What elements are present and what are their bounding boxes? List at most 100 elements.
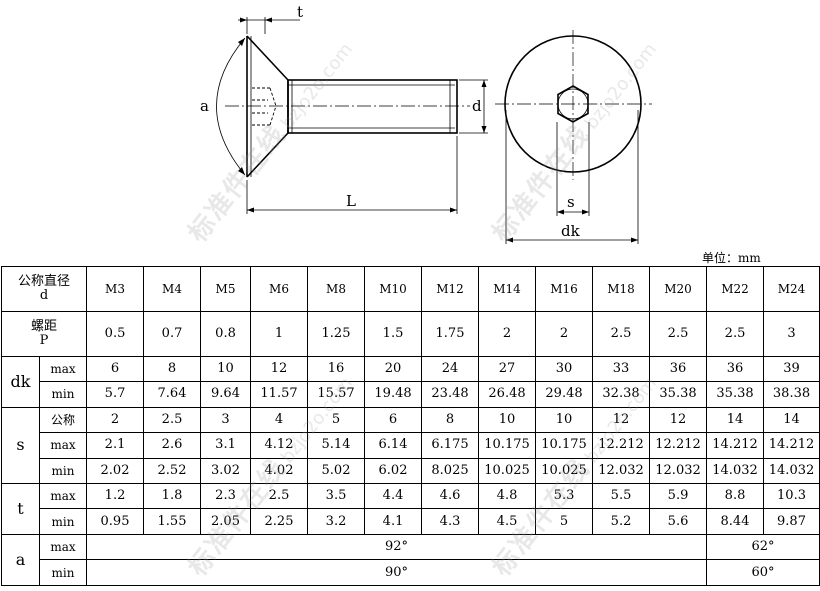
s-min-cell: 12.032 (592, 457, 651, 485)
t-max-label: max (38, 482, 88, 510)
t-max-row: t max 1.2 1.8 2.3 2.5 3.5 4.4 4.6 4.8 5.… (1, 482, 820, 535)
t-group-label: t (1, 483, 40, 535)
a-max-span-cell: 92° (86, 533, 708, 561)
dk-max-row: dk max 6 8 10 12 16 20 24 27 30 33 36 36… (1, 355, 820, 408)
dk-min-cell: 35.38 (706, 381, 765, 408)
s-nom-cell: 12 (592, 406, 651, 434)
dk-max-cell: 36 (649, 355, 708, 383)
head-outline (246, 35, 289, 178)
t-min-cell: 4.1 (364, 508, 423, 535)
t-max-cell: 1.2 (86, 482, 145, 510)
dk-min-cell: 32.38 (592, 381, 651, 408)
pitch-cell: 1.25 (307, 310, 366, 357)
s-min-cell: 8.025 (421, 457, 480, 485)
s-min-cell: 10.025 (535, 457, 594, 485)
s-max-cell: 14.212 (763, 432, 820, 459)
s-max-cell: 3.1 (200, 432, 252, 459)
size-cell: M24 (763, 266, 820, 312)
t-min-cell: 1.55 (143, 508, 202, 535)
s-nom-cell: 14 (706, 406, 765, 434)
size-cell: M8 (307, 266, 366, 312)
s-min-cell: 10.025 (478, 457, 537, 485)
dk-max-label: max (38, 355, 88, 383)
header-cell: 公称直径 d (0, 266, 88, 312)
s-min-row: min 2.02 2.52 3.02 4.02 5.02 6.02 8.025 … (2, 457, 820, 485)
dk-max-cell: 12 (250, 355, 309, 383)
pitch-cell: 2 (478, 310, 537, 357)
s-min-label: min (38, 457, 88, 485)
t-max-cell: 4.6 (421, 482, 480, 510)
dk-min-cell: 7.64 (143, 381, 202, 408)
s-max-cell: 12.212 (649, 432, 708, 459)
size-cell: M16 (535, 266, 594, 312)
dk-max-cell: 6 (86, 355, 145, 383)
head-end-circle (504, 35, 642, 173)
t-max-cell: 5.9 (649, 482, 708, 510)
s-min-cell: 6.02 (364, 457, 423, 485)
dim-label-L: L (346, 192, 356, 210)
size-cell: M22 (706, 266, 765, 312)
t-max-cell: 5.5 (592, 482, 651, 510)
spec-table: 公称直径 d M3 M4 M5 M6 M8 M10 M12 M14 M16 M1… (0, 266, 820, 587)
s-nom-cell: 4 (250, 406, 309, 434)
s-nom-cell: 3 (200, 406, 252, 434)
t-max-cell: 4.4 (364, 482, 423, 510)
dim-label-a: a (200, 97, 209, 115)
s-nom-label: 公称 (38, 406, 88, 434)
s-max-cell: 14.212 (706, 432, 765, 459)
t-max-cell: 1.8 (143, 482, 202, 510)
screw-drawing: t a d L s dk (200, 3, 652, 244)
dk-max-cell: 20 (364, 355, 423, 383)
t-min-cell: 5.6 (649, 508, 708, 535)
size-cell: M20 (649, 266, 708, 312)
s-min-cell: 12.032 (649, 457, 708, 485)
dk-min-cell: 38.38 (763, 381, 820, 408)
pitch-cell: 1.75 (421, 310, 480, 357)
size-cell: M4 (143, 266, 202, 312)
dk-min-cell: 26.48 (478, 381, 537, 408)
pitch-cell: 2.5 (592, 310, 651, 357)
a-min-row: min 90° 60° (2, 559, 820, 586)
t-min-row: min 0.95 1.55 2.05 2.25 3.2 4.1 4.3 4.5 … (2, 508, 820, 535)
s-nom-cell: 2 (86, 406, 145, 434)
dk-max-cell: 39 (763, 355, 820, 383)
t-min-cell: 8.44 (706, 508, 765, 535)
dk-max-cell: 33 (592, 355, 651, 383)
size-row: 公称直径 d M3 M4 M5 M6 M8 M10 M12 M14 M16 M1… (0, 266, 820, 312)
t-max-cell: 10.3 (763, 482, 820, 510)
a-max-span-cell: 62° (706, 533, 820, 561)
dk-min-cell: 9.64 (200, 381, 252, 408)
pitch-cell: 3 (763, 310, 820, 357)
dim-label-d: d (472, 97, 482, 115)
dk-min-row: min 5.7 7.64 9.64 11.57 15.57 19.48 23.4… (2, 381, 820, 408)
pitch-cell: 2 (535, 310, 594, 357)
dk-group-label: dk (1, 355, 40, 408)
a-min-label: min (38, 559, 88, 586)
dk-min-cell: 29.48 (535, 381, 594, 408)
dk-min-label: min (38, 381, 88, 408)
size-cell: M18 (592, 266, 651, 312)
dk-max-cell: 27 (478, 355, 537, 383)
s-max-cell: 2.1 (86, 432, 145, 459)
a-max-label: max (38, 533, 88, 561)
dim-label-dk: dk (561, 222, 581, 240)
s-max-cell: 4.12 (250, 432, 309, 459)
s-max-cell: 6.175 (421, 432, 480, 459)
unit-label: 单位：mm (702, 251, 761, 265)
s-nom-cell: 5 (307, 406, 366, 434)
pitch-cell: 2.5 (706, 310, 765, 357)
t-max-cell: 4.8 (478, 482, 537, 510)
s-nom-cell: 12 (649, 406, 708, 434)
a-max-row: a max 92° 62° (1, 533, 820, 587)
t-min-cell: 2.05 (200, 508, 252, 535)
dk-min-cell: 15.57 (307, 381, 366, 408)
s-nom-cell: 6 (364, 406, 423, 434)
s-nom-cell: 10 (535, 406, 594, 434)
s-min-cell: 14.032 (763, 457, 820, 485)
t-max-cell: 3.5 (307, 482, 366, 510)
s-min-cell: 14.032 (706, 457, 765, 485)
size-cell: M6 (250, 266, 309, 312)
t-min-cell: 5 (535, 508, 594, 535)
s-max-cell: 5.14 (307, 432, 366, 459)
dk-max-cell: 24 (421, 355, 480, 383)
